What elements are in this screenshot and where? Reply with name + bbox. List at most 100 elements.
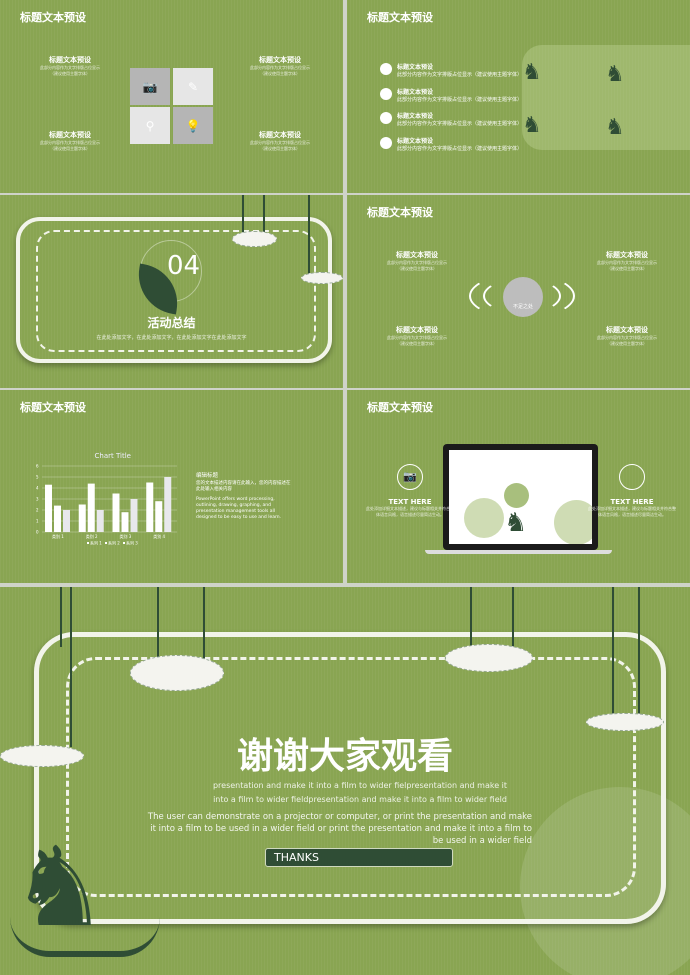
pencil-icon: ✎ [173, 68, 213, 105]
slide-signal[interactable]: 标题文本预设 标题文本预设此部分内容作为文字排版占位显示（建议使用主题字体） 标… [347, 195, 690, 388]
camera-icon: 📷 [130, 68, 170, 105]
text-block: 标题文本预设此部分内容作为文字排版占位显示（建议使用主题字体） [597, 326, 657, 346]
y-tick-label: 6 [36, 464, 39, 469]
string [470, 587, 472, 647]
cloud-icon [130, 655, 224, 691]
bullet-dot [380, 63, 392, 75]
bar [45, 484, 52, 532]
laptop-screen: ♞ [443, 444, 598, 550]
bar [87, 483, 95, 532]
y-tick-label: 5 [36, 475, 39, 480]
dashed-frame [36, 230, 316, 352]
text-block: 标题文本预设此部分内容作为文字排版占位显示（建议使用主题字体） [250, 56, 310, 76]
bar [112, 493, 120, 532]
signal-arc [469, 273, 575, 319]
slide-title: 标题文本预设 [367, 401, 433, 414]
slide-thanks[interactable]: 谢谢大家观看 presentation and make it into a f… [0, 587, 690, 975]
cloud-icon [445, 644, 533, 672]
laptop-base [425, 550, 612, 554]
thanks-paragraph: The user can demonstrate on a projector … [147, 812, 532, 846]
bullet-dot [380, 112, 392, 124]
bar [96, 510, 104, 532]
camera-icon: 📷 [397, 464, 423, 490]
bar [164, 477, 172, 532]
search-icon: ⚲ [130, 107, 170, 144]
center-badge: 不足之处 [503, 277, 543, 317]
chart-note-cn: 您的文本描述内容请在此输入，您的内容描述在此处输入相关内容 [196, 481, 291, 492]
text-block: 标题文本预设此部分内容作为文字排版占位显示（建议使用主题字体） [387, 251, 447, 271]
string [242, 195, 244, 235]
cloud-icon [586, 713, 664, 731]
legend-marker [123, 542, 125, 544]
x-tick-label: 类别 2 [86, 533, 98, 539]
string [512, 587, 514, 647]
string [263, 195, 265, 235]
bar [78, 504, 86, 532]
x-tick-label: 类别 3 [120, 533, 132, 539]
slide-title: 标题文本预设 [20, 401, 86, 414]
text-block: 标题文本预设此部分内容作为文字排版占位显示（建议使用主题字体） [250, 131, 310, 151]
text-block: 标题文本预设此部分内容作为文字排版占位显示（建议使用主题字体） [40, 131, 100, 151]
cloud-icon [0, 745, 84, 767]
text-block: 标题文本预设此部分内容作为文字排版占位显示（建议使用主题字体） [597, 251, 657, 271]
thanks-button[interactable]: THANKS [265, 848, 453, 867]
rocking-horse-icon: ♞ [504, 508, 528, 538]
cloud-icon [301, 272, 343, 284]
chart-title: Chart Title [95, 452, 131, 460]
slide-list[interactable]: 标题文本预设 标题文本预设此部分内容作为文字排版占位显示（建议使用主题字体） 标… [347, 0, 690, 193]
bar [146, 482, 154, 532]
slide-title: 标题文本预设 [20, 11, 86, 24]
y-tick-label: 0 [36, 530, 39, 535]
bar [130, 499, 138, 532]
bar [54, 505, 61, 532]
chart-note-en: PowerPoint offers word processing, outli… [196, 497, 282, 520]
rocking-horse-icon: ♞ [522, 113, 542, 138]
y-tick-label: 1 [36, 519, 39, 524]
lightbulb-icon: 💡 [173, 107, 213, 144]
rocking-horse-icon: ♞ [605, 115, 625, 140]
bar [155, 501, 163, 532]
string [638, 587, 640, 717]
chart-note-heading: 编辑标题 [196, 473, 219, 479]
thanks-line-1: presentation and make it into a film to … [212, 781, 508, 790]
bullet-dot [380, 88, 392, 100]
thanks-line-2: into a film to wider fieldpresentation a… [213, 795, 507, 804]
legend-label: 系列 3 [126, 540, 138, 546]
rocker-base [10, 917, 160, 957]
y-tick-label: 4 [36, 486, 39, 491]
slide-section[interactable]: 04 活动总结 在此处添加文字，在此处添加文字，在此处添加文字在此处添加文字 [0, 195, 343, 388]
string [203, 587, 205, 662]
string [612, 587, 614, 717]
slide-icons-grid[interactable]: 标题文本预设 标题文本预设此部分内容作为文字排版占位显示（建议使用主题字体） 标… [0, 0, 343, 193]
string [70, 587, 72, 747]
list-item: 标题文本预设此部分内容作为文字排版占位显示（建议使用主题字体） [397, 138, 523, 152]
list-item: 标题文本预设此部分内容作为文字排版占位显示（建议使用主题字体） [397, 89, 523, 103]
bar [63, 510, 70, 532]
legend-label: 系列 2 [108, 540, 120, 546]
section-number: 04 [167, 251, 201, 281]
chart-note: 编辑标题 您的文本描述内容请在此输入，您的内容描述在此处输入相关内容 Power… [196, 473, 292, 521]
section-title: 活动总结 [147, 316, 196, 330]
bar [121, 512, 129, 532]
dashed-frame [66, 657, 636, 897]
legend-marker [105, 542, 107, 544]
x-tick-label: 类别 1 [52, 533, 64, 539]
section-subtitle: 在此处添加文字，在此处添加文字，在此处添加文字在此处添加文字 [96, 335, 247, 341]
slide-title: 标题文本预设 [367, 206, 433, 219]
legend-marker [87, 542, 89, 544]
rocking-horse-icon: ♞ [605, 62, 625, 87]
list-item: 标题文本预设此部分内容作为文字排版占位显示（建议使用主题字体） [397, 64, 523, 78]
string [60, 587, 62, 647]
legend-label: 系列 1 [90, 540, 102, 546]
text-block: 标题文本预设此部分内容作为文字排版占位显示（建议使用主题字体） [387, 326, 447, 346]
text-block: 标题文本预设此部分内容作为文字排版占位显示（建议使用主题字体） [40, 56, 100, 76]
slide-title: 标题文本预设 [367, 11, 433, 24]
y-tick-label: 3 [36, 497, 39, 502]
thanks-title: 谢谢大家观看 [236, 736, 453, 777]
ribbon-decoration [522, 45, 690, 150]
frame [16, 217, 332, 363]
signal-arc [483, 278, 561, 314]
